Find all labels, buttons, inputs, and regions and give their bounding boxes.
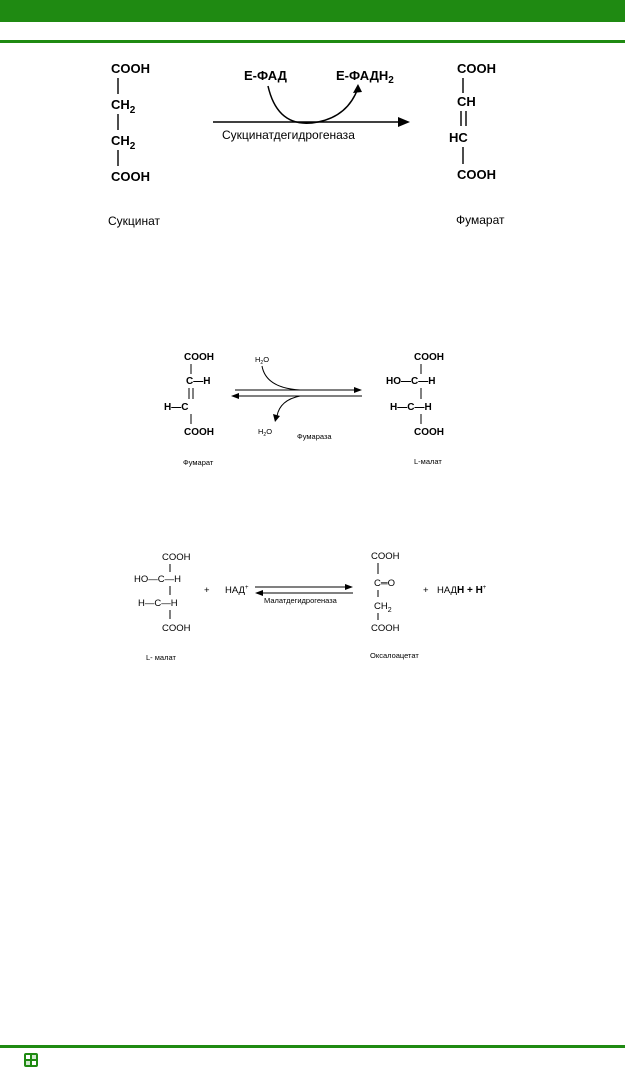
fumarate2-cooh-bottom: COOH <box>184 427 214 438</box>
malate2-caption: L-малат <box>414 457 442 466</box>
malate3-structure: COOH HO—C—H H—C—H COOH L- малат <box>134 552 191 662</box>
oxaloacetate-structure: COOH C═O CH2 COOH Оксалоацетат <box>370 551 419 660</box>
fumarate2-row1: C—H <box>186 376 210 387</box>
succinate-cooh-bottom: COOH <box>111 169 150 184</box>
gerb-logo-icon <box>24 1053 38 1067</box>
fumarate-ch: CH <box>457 94 476 109</box>
malate3-cooh-top: COOH <box>162 552 191 563</box>
reaction-fumarase: COOH C—H H—C COOH Фумарат H2O H2O Фумара… <box>164 352 444 467</box>
succinate-ch2-1: CH2 <box>111 97 136 116</box>
header-rule <box>0 40 625 43</box>
succinate-structure: COOH CH2 CH2 COOH Сукцинат <box>108 61 161 228</box>
fumarate-cooh-top: COOH <box>457 61 496 76</box>
cofactor-nad-in: НАД+ <box>225 585 249 596</box>
water-in-curve <box>261 365 301 391</box>
fumarate2-cooh-top: COOH <box>184 352 214 363</box>
succinate-ch2-2: CH2 <box>111 133 136 152</box>
footer-rule <box>0 1045 625 1048</box>
cofactor-nadh-out: НАДН + Н+ <box>437 585 487 596</box>
enzyme-succinate-dehydrogenase: Сукцинатдегидрогеназа <box>222 128 355 142</box>
curved-arrow-head <box>353 84 362 93</box>
fumarate-cooh-bottom: COOH <box>457 167 496 182</box>
cofactor-fad-in: Е-ФАД <box>244 68 288 83</box>
reaction1-arrow-group: Е-ФАД Е-ФАДН2 Сукцинатдегидрогеназа <box>213 68 410 142</box>
malate3-row2: H—C—H <box>138 598 178 609</box>
fumarate-structure: COOH CH HC COOH Фумарат <box>449 61 505 227</box>
fumarate2-structure: COOH C—H H—C COOH Фумарат <box>164 352 214 467</box>
enzyme-fumarase: Фумараза <box>297 432 332 441</box>
plus-sign-1: + <box>204 585 210 596</box>
succinate-caption: Сукцинат <box>108 214 161 228</box>
water-out: H2O <box>258 427 272 438</box>
fumarate2-row2: H—C <box>164 402 188 413</box>
malate3-row1: HO—C—H <box>134 574 181 585</box>
water-in: H2O <box>255 355 269 366</box>
reaction-malate-dehydrogenase: COOH HO—C—H H—C—H COOH L- малат + НАД+ М… <box>134 551 487 662</box>
succinate-cooh-top: COOH <box>111 61 150 76</box>
forward-arrow-head <box>354 387 362 393</box>
malate2-structure: COOH HO—C—H H—C—H COOH L-малат <box>386 352 444 466</box>
malate2-row2: H—C—H <box>390 402 432 413</box>
water-out-curve <box>276 395 301 417</box>
fumarate-hc: HC <box>449 130 468 145</box>
plus-sign-2: + <box>423 585 429 596</box>
malate3-caption: L- малат <box>146 653 176 662</box>
malate2-cooh-top: COOH <box>414 352 444 363</box>
malate3-cooh-bottom: COOH <box>162 623 191 634</box>
cofactor-fadh2-out: Е-ФАДН2 <box>336 68 394 86</box>
enzyme-malate-dehydrogenase: Малатдегидрогеназа <box>264 596 338 605</box>
forward-arrow-head <box>345 584 353 590</box>
oxaloacetate-cooh-bottom: COOH <box>371 623 400 634</box>
cofactor-curved-arrow <box>267 85 359 124</box>
fumarate-caption: Фумарат <box>456 213 505 227</box>
header-bar <box>0 0 625 22</box>
reaction-arrow-head <box>398 117 410 127</box>
malate2-cooh-bottom: COOH <box>414 427 444 438</box>
malate2-row1: HO—C—H <box>386 376 435 387</box>
reaction-succinate-dehydrogenase: COOH CH2 CH2 COOH Сукцинат Е-ФАД Е-ФАДН2… <box>108 61 505 228</box>
reverse-arrow-head <box>255 590 263 596</box>
water-out-arrow-head <box>273 414 280 422</box>
oxaloacetate-row1: C═O <box>374 578 395 589</box>
fumarate2-caption: Фумарат <box>183 458 214 467</box>
oxaloacetate-cooh-top: COOH <box>371 551 400 562</box>
reaction3-arrow-group: Малатдегидрогеназа <box>255 584 353 605</box>
reverse-arrow-head <box>231 393 239 399</box>
oxaloacetate-caption: Оксалоацетат <box>370 651 419 660</box>
reaction2-arrow-group: H2O H2O Фумараза <box>231 355 362 441</box>
oxaloacetate-row2: CH2 <box>374 601 392 614</box>
